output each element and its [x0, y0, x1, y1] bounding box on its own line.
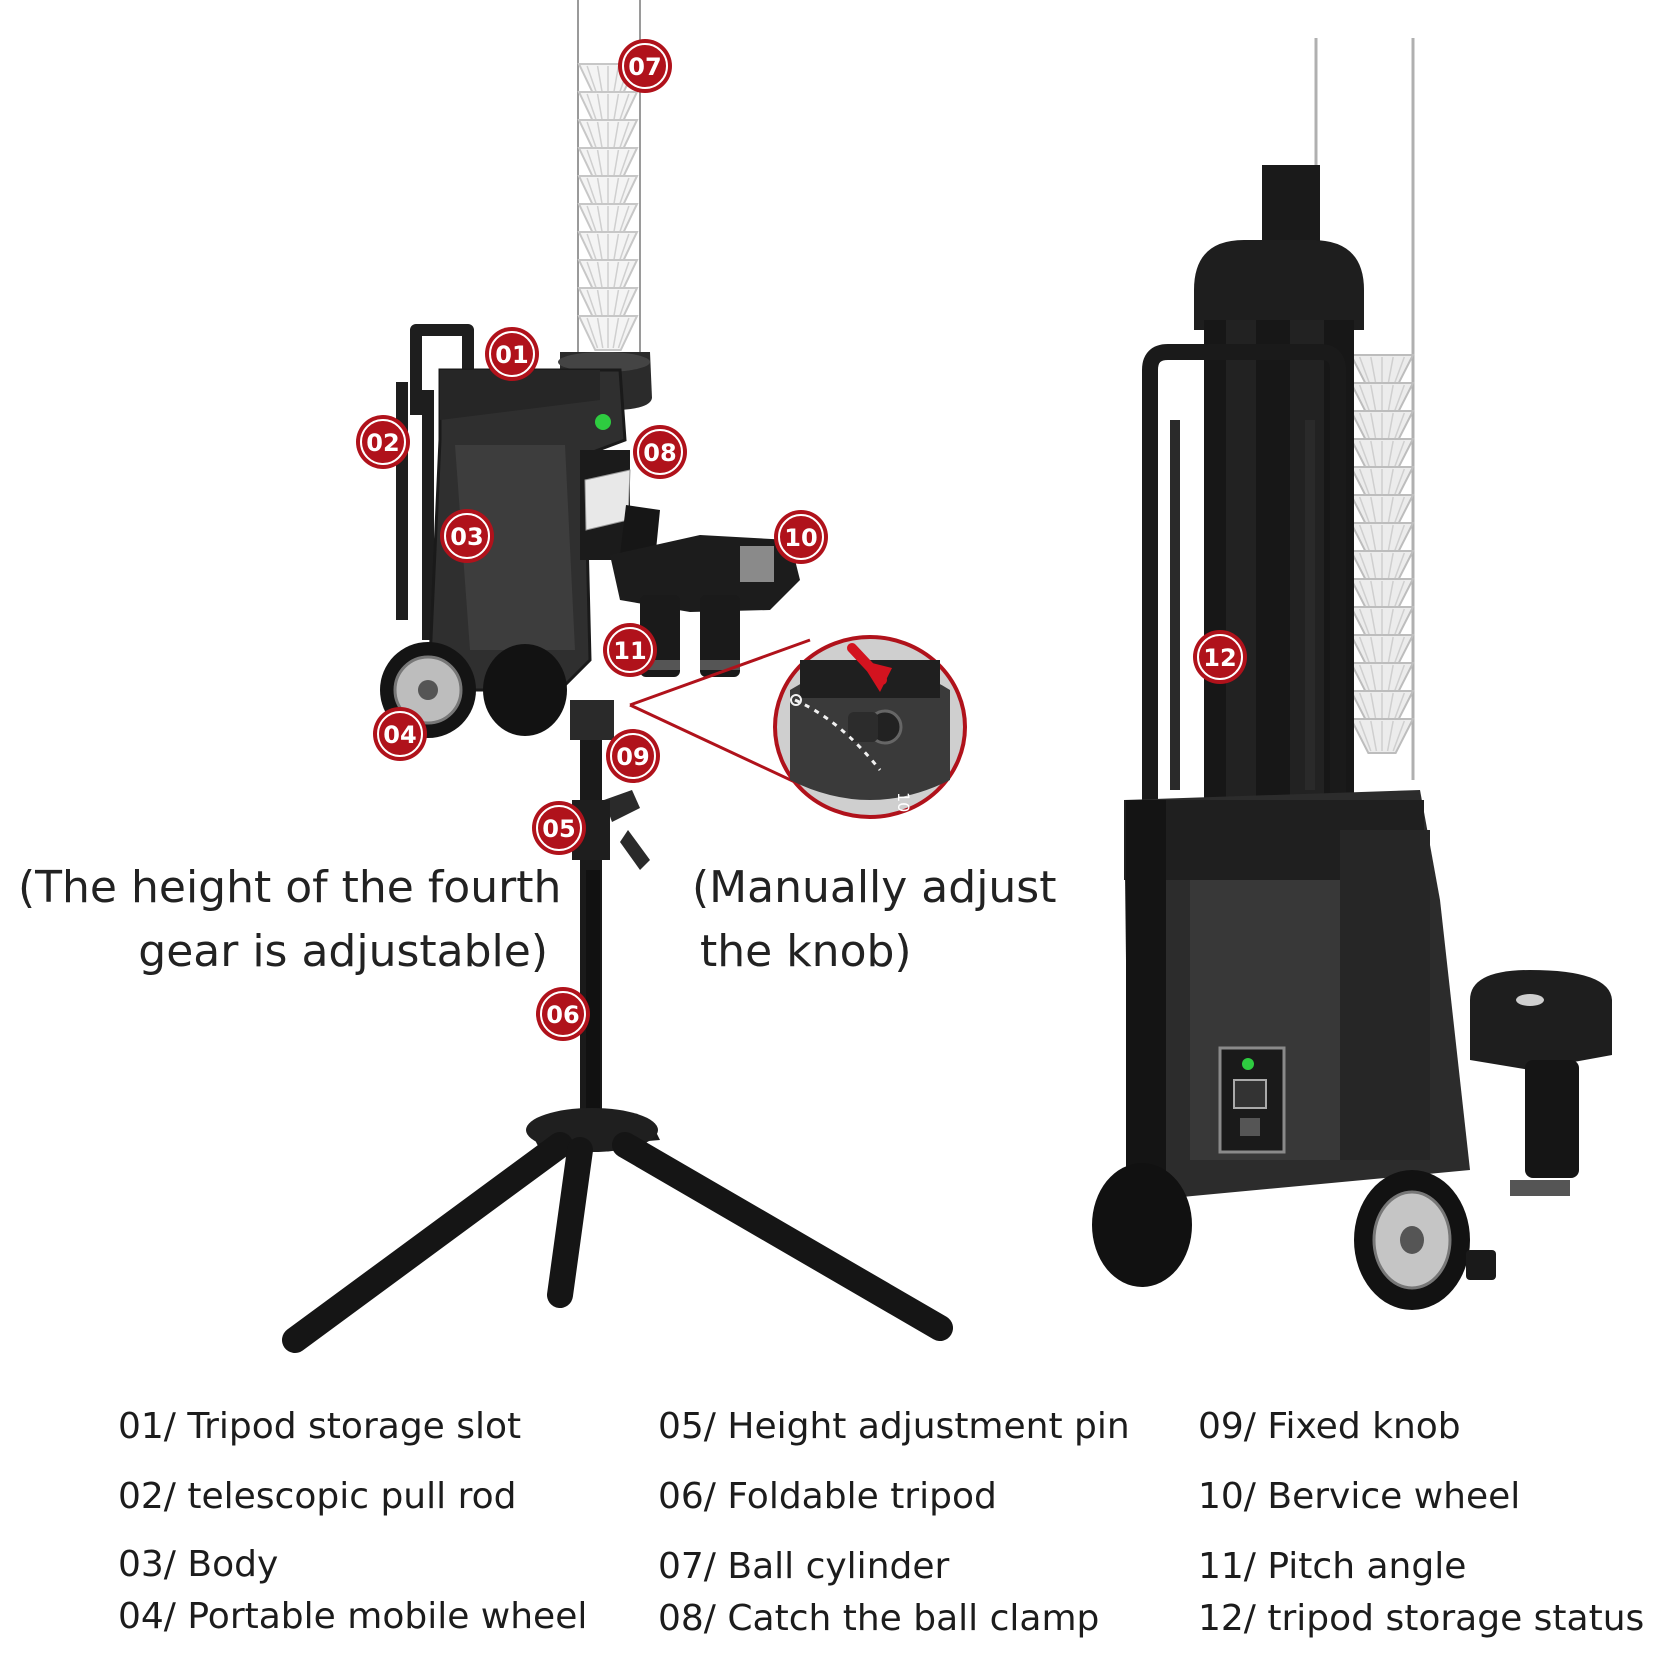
- callout-badge: [532, 801, 586, 855]
- knob-detail: 10: [629, 635, 967, 819]
- callout-ring: [637, 429, 683, 475]
- callout-06: 06: [536, 987, 590, 1041]
- legend-item-06: 06/ Foldable tripod: [658, 1476, 997, 1517]
- shuttlecock-feather: [1358, 720, 1372, 752]
- callout-number: 05: [542, 815, 575, 843]
- callout-05: 05: [532, 801, 586, 855]
- telescopic-pull-rod: [396, 324, 474, 640]
- callout-ring: [540, 991, 586, 1037]
- callout-number: 12: [1203, 644, 1236, 672]
- legend-item-03: 03/ Body: [118, 1544, 278, 1585]
- serve-wheel: [610, 535, 800, 677]
- callout-09: 09: [606, 729, 660, 783]
- callout-ring: [607, 627, 653, 673]
- callout-01: 01: [485, 327, 539, 381]
- legend-item-04: 04/ Portable mobile wheel: [118, 1596, 587, 1637]
- callout-11: 11: [603, 623, 657, 677]
- callout-10: 10: [774, 510, 828, 564]
- legend-item-02: 02/ telescopic pull rod: [118, 1476, 516, 1517]
- callout-number: 10: [784, 524, 817, 552]
- callout-number: 11: [613, 637, 646, 665]
- callout-ring: [536, 805, 582, 851]
- legend-item-09: 09/ Fixed knob: [1198, 1406, 1461, 1447]
- callout-badge: [536, 987, 590, 1041]
- legend-item-08: 08/ Catch the ball clamp: [658, 1598, 1099, 1639]
- shuttlecock-feather: [617, 317, 630, 349]
- callout-badge: [440, 509, 494, 563]
- callout-number: 03: [450, 523, 483, 551]
- callout-12: 12: [1193, 630, 1247, 684]
- callout-ring: [377, 711, 423, 757]
- callout-layer: 01 02 03 04 05 06 07 08 09 10 11 12: [356, 39, 1247, 1041]
- caption-knob-line1: (Manually adjust: [692, 862, 1056, 913]
- legend-item-05: 05/ Height adjustment pin: [658, 1406, 1130, 1447]
- callout-07: 07: [618, 39, 672, 93]
- callout-ring: [360, 419, 406, 465]
- callout-number: 01: [495, 341, 528, 369]
- shuttlecock-feather: [1370, 720, 1378, 752]
- shuttlecock-feather: [596, 317, 604, 349]
- callout-badge: [633, 425, 687, 479]
- callout-08: 08: [633, 425, 687, 479]
- legend-item-07: 07/ Ball cylinder: [658, 1546, 950, 1587]
- ball-cylinder: [577, 0, 641, 360]
- callout-badge: [606, 729, 660, 783]
- callout-number: 04: [383, 721, 416, 749]
- foldable-tripod: [282, 1108, 953, 1353]
- caption-knob-line2: the knob): [700, 926, 912, 977]
- shuttlecock-feather: [612, 317, 620, 349]
- callout-badge: [373, 707, 427, 761]
- callout-badge: [774, 510, 828, 564]
- callout-ring: [610, 733, 656, 779]
- callout-ring: [778, 514, 824, 560]
- callout-number: 08: [643, 439, 676, 467]
- callout-ring: [1197, 634, 1243, 680]
- legend-item-11: 11/ Pitch angle: [1198, 1546, 1466, 1587]
- callout-badge: [618, 39, 672, 93]
- shuttlecock-feather: [1392, 720, 1406, 752]
- legend-item-01: 01/ Tripod storage slot: [118, 1406, 521, 1447]
- callout-04: 04: [373, 707, 427, 761]
- caption-fourth-gear-line1: (The height of the fourth: [18, 862, 561, 913]
- callout-02: 02: [356, 415, 410, 469]
- storage-wheel: [1092, 1163, 1496, 1310]
- legend-item-10: 10/ Bervice wheel: [1198, 1476, 1520, 1517]
- callout-03: 03: [440, 509, 494, 563]
- callout-badge: [356, 415, 410, 469]
- callout-number: 09: [616, 743, 649, 771]
- callout-ring: [444, 513, 490, 559]
- legend-item-12: 12/ tripod storage status: [1198, 1598, 1644, 1639]
- shuttlecock-feather: [586, 317, 599, 349]
- callout-ring: [489, 331, 535, 377]
- ball-clamp: [580, 414, 660, 560]
- callout-ring: [622, 43, 668, 89]
- callout-number: 06: [546, 1001, 579, 1029]
- parts-legend: 01/ Tripod storage slot 02/ telescopic p…: [118, 1406, 1644, 1639]
- callout-badge: [1193, 630, 1247, 684]
- callout-badge: [485, 327, 539, 381]
- shuttlecock-feather: [1386, 720, 1394, 752]
- power-switch-panel: [1218, 1046, 1286, 1154]
- knob-scale-label: 10: [894, 792, 913, 812]
- folded-machine: [1092, 38, 1612, 1310]
- callout-number: 07: [628, 53, 661, 81]
- caption-fourth-gear-line2: gear is adjustable): [138, 926, 548, 977]
- callout-number: 02: [366, 429, 399, 457]
- callout-badge: [603, 623, 657, 677]
